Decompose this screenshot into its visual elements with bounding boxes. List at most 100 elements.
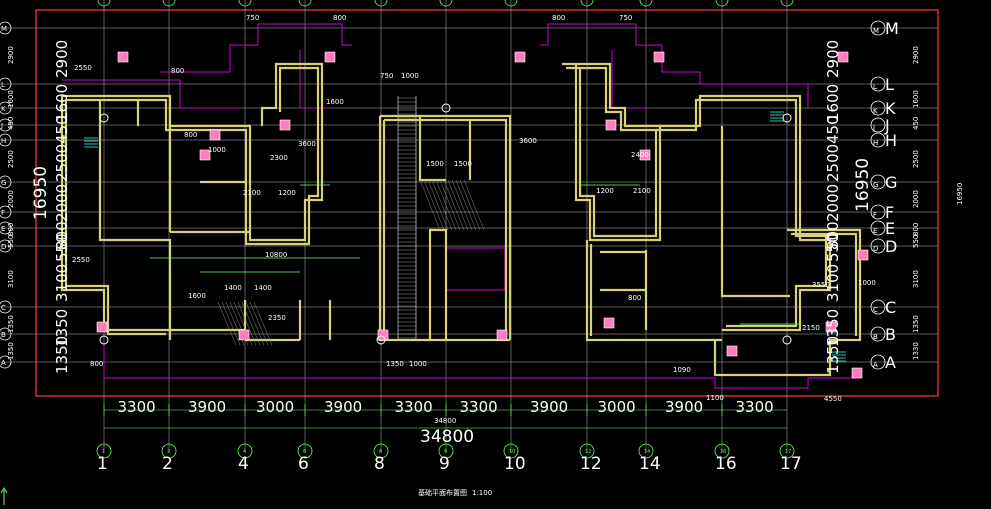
bay-dim-4: 3900 [324, 398, 362, 416]
row-tag-right-F: F [873, 211, 877, 219]
plan-dim-15: 800 [628, 294, 641, 302]
row-tag-left-M: M [1, 25, 7, 33]
hatch-line [439, 179, 461, 231]
right-row-dim-small-4: 2500 [912, 150, 920, 168]
row-tag-right-A: A [873, 361, 878, 369]
row-label-right-C: C [885, 298, 896, 317]
plan-dim-4: 1500 [454, 160, 472, 168]
bay-dim-6: 3300 [460, 398, 498, 416]
left-row-dim-9: 1350 [53, 309, 71, 347]
row-bubble-right-F [870, 204, 886, 220]
hatch-line [443, 179, 465, 231]
drawing-border [35, 9, 939, 397]
plan-dim-21: 1000 [208, 146, 226, 154]
fixture-8 [279, 119, 291, 131]
right-row-dim-10: 1350 [824, 336, 842, 374]
plan-dim-24: 2400 [631, 151, 649, 159]
total-width-dim: 34800 [420, 427, 474, 447]
right-row-dim-small-3: 450 [912, 117, 920, 130]
stair-hatch [397, 96, 417, 340]
plan-dim-28: 2350 [268, 314, 286, 322]
left-row-dim-small-7: 550 [7, 235, 15, 248]
row-tag-right-H: H [873, 139, 878, 147]
row-bubble-left-A [0, 355, 12, 369]
row-bubble-left-C [0, 300, 12, 314]
grid-lines [0, 0, 938, 452]
hatch-line [455, 179, 477, 231]
left-row-dim-2: 1600 [53, 84, 71, 122]
drawing-scale: 1:100 [472, 489, 492, 497]
row-tag-right-J: J [872, 124, 875, 132]
left-row-dim-small-4: 2500 [7, 150, 15, 168]
left-row-dim-small-10: 1350 [7, 342, 15, 360]
row-bubble-right-D [870, 238, 886, 254]
fixture-15 [726, 345, 738, 357]
row-label-right-J: J [884, 116, 890, 135]
plan-dim-23: 3600 [519, 137, 537, 145]
right-row-dim-1: 2900 [824, 40, 842, 78]
column-marker-1 [99, 113, 109, 123]
row-tag-left-C: C [1, 304, 6, 312]
axis-bubble-9 [438, 443, 454, 459]
left-row-dim-10: 1350 [53, 336, 71, 374]
plan-left-dim-1: 2550 [74, 64, 92, 72]
plan-dim-16: 1350 [386, 360, 404, 368]
left-row-dim-small-1: 2900 [7, 46, 15, 64]
axis-bubble-17 [779, 443, 795, 459]
total-width-small: 34800 [434, 417, 456, 425]
row-tag-left-D: D [1, 243, 6, 251]
fixture-13 [377, 329, 389, 341]
hatch-line [423, 179, 445, 231]
axis-top-bubble-8 [374, 0, 388, 7]
plan-dim-26: 2300 [270, 154, 288, 162]
hatch-line [431, 179, 453, 231]
plan-dim-3: 1500 [426, 160, 444, 168]
fixture-14 [603, 317, 615, 329]
left-row-dim-small-9: 1350 [7, 315, 15, 333]
right-row-dim-small-6: 800 [912, 223, 920, 236]
row-tag-right-C: C [873, 306, 878, 314]
hatch-line [419, 179, 441, 231]
plan-dim-6: 2100 [633, 187, 651, 195]
right-row-dim-small-2: 1600 [912, 90, 920, 108]
axis-top-bubble-16 [715, 0, 729, 7]
row-label-right-H: H [885, 131, 897, 150]
axis-tag-2: 2 [167, 449, 170, 455]
hatch-line [447, 179, 469, 231]
axis-bubble-10 [503, 443, 519, 459]
axis-tag-17: 17 [785, 449, 791, 455]
row-label-right-M: M [885, 19, 899, 38]
column-marker-5 [376, 335, 386, 345]
axis-bubble-8 [373, 443, 389, 459]
row-label-right-G: G [885, 173, 897, 192]
column-marker-3 [782, 113, 792, 123]
row-bubble-right-B [870, 326, 886, 342]
row-tag-right-G: G [873, 181, 878, 189]
right-row-dim-small-1: 2900 [912, 46, 920, 64]
right-depth-dim: 16950 [853, 158, 873, 212]
elevator-hatch [217, 179, 485, 346]
right-row-dim-small-7: 550 [912, 235, 920, 248]
column-marker-6 [782, 335, 792, 345]
fixtures [84, 51, 869, 379]
axis-label-16: 16 [715, 454, 737, 474]
axis-label-8: 8 [374, 454, 385, 474]
row-tag-left-E: E [1, 225, 5, 233]
row-bubble-left-J [0, 118, 12, 132]
left-row-dim-small-8: 3100 [7, 270, 15, 288]
axis-label-9: 9 [439, 454, 450, 474]
right-row-dim-small-10: 1330 [912, 342, 920, 360]
axis-tag-12: 12 [585, 449, 591, 455]
fixture-5 [837, 51, 849, 63]
fixture-2 [324, 51, 336, 63]
hatch-line [435, 179, 457, 231]
axis-bubble-6 [297, 443, 313, 459]
row-bubble-right-E [870, 220, 886, 236]
row-bubble-left-G [0, 175, 12, 189]
bay-dim-7: 3900 [530, 398, 568, 416]
left-depth-dim: 16950 [31, 166, 51, 220]
fixture-9 [605, 119, 617, 131]
wall-16 [585, 240, 722, 342]
plan-top-dim-6: 1000 [401, 72, 419, 80]
